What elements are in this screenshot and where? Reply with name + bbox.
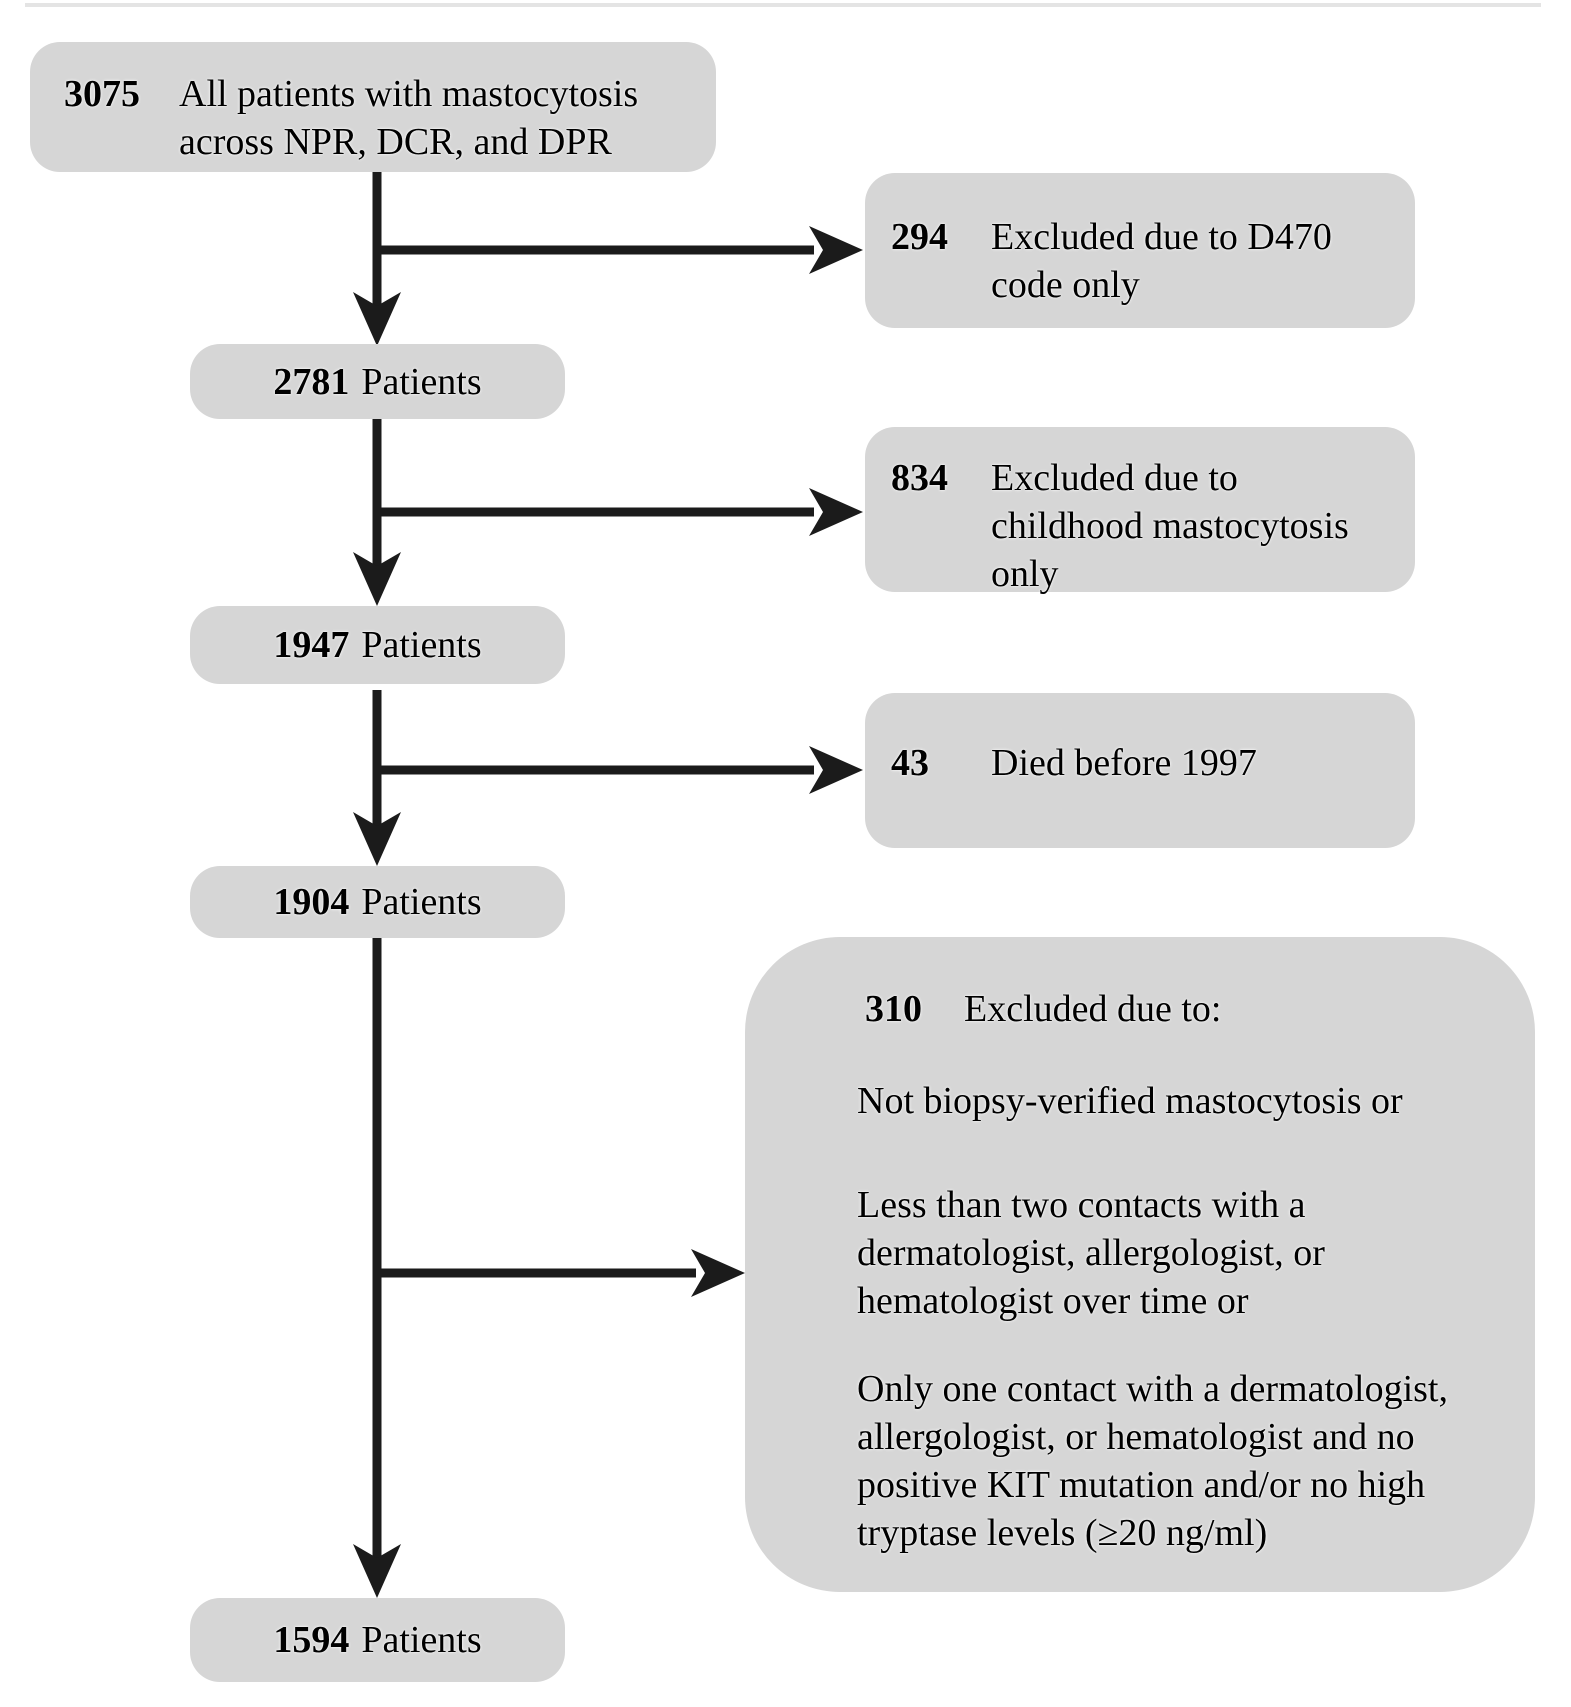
arrowhead-excluded-criteria <box>691 1249 745 1297</box>
node-1594-label: Patients <box>361 1619 482 1661</box>
node-excluded-criteria-count: 310 <box>865 988 922 1030</box>
node-excluded-criteria: 310 Excluded due to: Not biopsy-verified… <box>745 937 1535 1592</box>
node-excluded-d470: 294 Excluded due to D470 code only <box>865 173 1415 328</box>
node-2781-label: Patients <box>361 360 482 403</box>
scan-artifact-line <box>25 3 1541 7</box>
node-excluded-criteria-header: 310 Excluded due to: <box>857 985 1495 1033</box>
node-1904-label: Patients <box>361 881 482 923</box>
arrowhead-excluded-d470 <box>809 226 863 274</box>
node-all-patients: 3075 All patients with mastocytosis acro… <box>30 42 716 172</box>
node-excluded-childhood: 834 Excluded due to childhood mastocytos… <box>865 427 1415 595</box>
node-died-before-1997: 43 Died before 1997 <box>865 693 1415 848</box>
arrowhead-excluded-childhood <box>809 488 863 536</box>
arrowhead-1947-to-1904 <box>353 812 401 866</box>
node-excluded-criteria-header-label: Excluded due to: <box>964 988 1222 1030</box>
node-all-patients-count: 3075 <box>64 73 140 115</box>
node-all-patients-label: All patients with mastocytosis across NP… <box>179 73 639 163</box>
node-2781-count: 2781 <box>273 360 350 403</box>
node-1904-count: 1904 <box>273 881 350 923</box>
node-1594-count: 1594 <box>273 1619 350 1661</box>
node-excluded-d470-count: 294 <box>891 216 948 258</box>
arrowhead-1904-to-1594 <box>353 1544 401 1598</box>
node-died-count: 43 <box>891 742 929 784</box>
arrowhead-2781-to-1947 <box>353 552 401 606</box>
node-1947-label: Patients <box>361 624 482 666</box>
node-1947-count: 1947 <box>273 624 350 666</box>
node-2781-patients: 2781 Patients <box>190 344 565 419</box>
node-1904-patients: 1904 Patients <box>190 866 565 938</box>
node-excluded-d470-label: Excluded due to D470 code only <box>991 216 1332 306</box>
arrowhead-total-to-2781 <box>353 292 401 346</box>
node-1594-patients: 1594 Patients <box>190 1598 565 1682</box>
node-excluded-childhood-count: 834 <box>891 457 948 499</box>
node-died-label: Died before 1997 <box>991 742 1257 784</box>
arrowhead-died-1997 <box>809 746 863 794</box>
node-excluded-childhood-label: Excluded due to childhood mastocytosis o… <box>991 457 1349 595</box>
node-1947-patients: 1947 Patients <box>190 606 565 684</box>
